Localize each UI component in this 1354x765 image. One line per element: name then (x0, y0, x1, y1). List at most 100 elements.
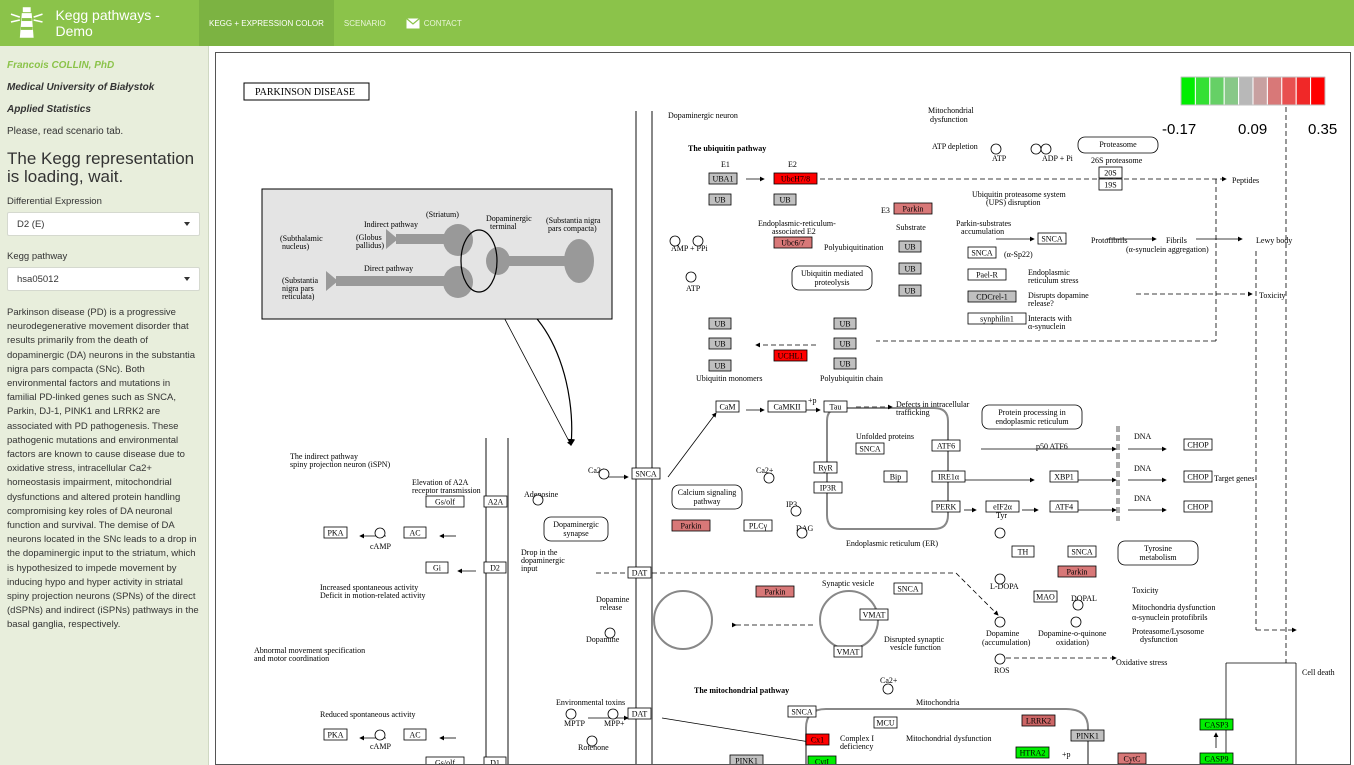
gene-node-box (1199, 718, 1234, 731)
gene-node[interactable]: Parkin (1057, 565, 1097, 578)
gene-node[interactable]: Parkin (671, 519, 711, 532)
gene-node[interactable]: MCU (873, 716, 898, 729)
gene-node[interactable]: PKA (323, 728, 348, 741)
gene-node[interactable]: UBA1 (708, 172, 738, 185)
pathway-link-label: proteolysis (814, 278, 849, 287)
gene-node[interactable]: UB (708, 337, 732, 350)
gene-node[interactable]: HTRA2 (1015, 746, 1050, 759)
pathway-link-label: endoplasmic reticulum (995, 417, 1069, 426)
gene-node[interactable]: SNCA (893, 582, 923, 595)
gene-node[interactable]: PLCγ (743, 519, 773, 532)
gene-node[interactable]: eIF2α (985, 500, 1020, 513)
gene-node[interactable]: CaMKII (767, 400, 807, 413)
gene-node[interactable]: Ubc6/7 (773, 236, 813, 249)
gene-node[interactable]: Gs/olf (425, 756, 465, 765)
gene-node[interactable]: UbcH7/8 (773, 172, 818, 185)
gene-node[interactable]: PKA (323, 526, 348, 539)
diagram-label: Fibrils (1166, 236, 1187, 245)
gene-node[interactable]: XBP1 (1049, 470, 1079, 483)
gene-node[interactable]: UB (708, 359, 732, 372)
gene-node[interactable]: CytI (807, 755, 837, 765)
gene-node[interactable]: MAO (1033, 590, 1058, 603)
gene-node[interactable]: CHOP (1183, 500, 1213, 513)
gene-node[interactable]: Tau (823, 400, 848, 413)
gene-node[interactable]: D2 (483, 561, 507, 574)
pathway-link[interactable]: Proteasome (1077, 136, 1159, 154)
gene-node-label: MCU (876, 719, 894, 728)
gene-node[interactable]: IP3R (813, 481, 843, 494)
gene-node[interactable]: CytC (1117, 752, 1147, 764)
gene-node[interactable]: RyR (813, 461, 838, 474)
gene-node[interactable]: AC (403, 526, 427, 539)
gene-node[interactable]: CHOP (1183, 470, 1213, 483)
gene-node[interactable]: UB (708, 193, 732, 206)
gene-node[interactable]: Gs/olf (425, 495, 465, 508)
gene-node[interactable]: TH (1011, 545, 1035, 558)
gene-node-label: Pael-R (976, 271, 998, 280)
gene-node[interactable]: SNCA (1067, 545, 1097, 558)
gene-node[interactable]: 20S (1098, 166, 1123, 179)
gene-node[interactable]: CDCrel-1 (967, 290, 1017, 303)
gene-node-label: UB (839, 360, 850, 369)
gene-node[interactable]: synphilin1 (967, 312, 1027, 325)
gene-node[interactable]: UB (773, 193, 797, 206)
gene-node[interactable]: UB (898, 262, 922, 275)
gene-node[interactable]: DAT (627, 707, 652, 720)
gene-node[interactable]: Parkin (755, 585, 795, 598)
gene-node[interactable]: ATF4 (1049, 500, 1079, 513)
gene-node[interactable]: PINK1 (729, 754, 764, 765)
gene-node-label: CDCrel-1 (976, 293, 1008, 302)
legend-swatch (1194, 76, 1211, 106)
gene-node-label: UB (714, 340, 725, 349)
gene-node[interactable]: Cx1 (805, 733, 830, 746)
diagram-label: Direct pathway (364, 264, 413, 273)
gene-node[interactable]: A2A (483, 495, 508, 508)
diagram-label: ROS (994, 666, 1010, 675)
gene-node[interactable]: SNCA (855, 442, 885, 455)
gene-node[interactable]: AC (403, 728, 427, 741)
gene-node[interactable]: UB (833, 317, 857, 330)
gene-node[interactable]: UB (833, 357, 857, 370)
gene-node[interactable]: PINK1 (1070, 729, 1105, 742)
brand[interactable]: Kegg pathways - Demo (0, 0, 199, 46)
gene-node[interactable]: VMAT (833, 645, 863, 658)
tab-contact[interactable]: CONTACT (396, 0, 472, 46)
tab-scenario[interactable]: SCENARIO (334, 0, 396, 46)
diff-expression-select[interactable]: D2 (E) (7, 212, 200, 236)
kegg-pathway-diagram[interactable]: Dopaminergic neuronMitochondrialdysfunct… (216, 53, 1351, 765)
tab-kegg-expression[interactable]: KEGG + EXPRESSION COLOR (199, 0, 334, 46)
gene-node[interactable]: SNCA (1037, 232, 1067, 245)
kegg-pathway-select[interactable]: hsa05012 (7, 267, 200, 291)
gene-node[interactable]: SNCA (787, 705, 817, 718)
gene-node[interactable]: IRE1α (931, 470, 966, 483)
diagram-label: Ca2+ (880, 676, 898, 685)
gene-node[interactable]: Gi (425, 561, 449, 574)
gene-node[interactable]: Parkin (893, 202, 933, 215)
gene-node[interactable]: SNCA (631, 467, 661, 480)
gene-node[interactable]: Pael-R (967, 268, 1007, 281)
gene-node[interactable]: D1 (483, 756, 507, 765)
gene-node-box (403, 526, 427, 539)
gene-node[interactable]: UB (833, 337, 857, 350)
gene-node[interactable]: CASP9 (1199, 752, 1234, 764)
gene-node[interactable]: UB (898, 240, 922, 253)
gene-node[interactable]: 19S (1098, 178, 1123, 191)
gene-node[interactable]: DAT (627, 566, 652, 579)
gene-node[interactable]: CHOP (1183, 438, 1213, 451)
gene-node[interactable]: UB (708, 317, 732, 330)
gene-node[interactable]: UCHL1 (773, 349, 808, 362)
gene-node[interactable]: CASP3 (1199, 718, 1234, 731)
gene-node[interactable]: LRRK2 (1021, 714, 1056, 727)
gene-node[interactable]: UB (898, 284, 922, 297)
gene-node[interactable]: VMAT (859, 608, 889, 621)
gene-node[interactable]: ATF6 (931, 439, 961, 452)
gene-node[interactable]: PERK (931, 500, 961, 513)
gene-node[interactable]: SNCA (967, 246, 997, 259)
gene-node[interactable]: Bip (883, 470, 908, 483)
gene-node[interactable]: CaM (715, 400, 740, 413)
